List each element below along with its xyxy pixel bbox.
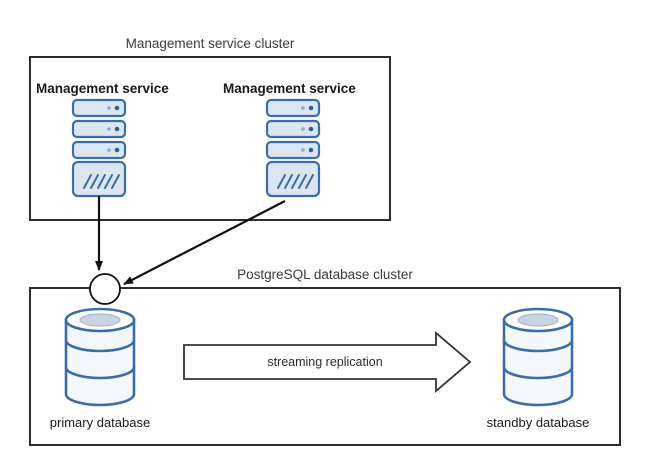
connection-junction (89, 273, 121, 305)
cluster-box-postgresql (29, 287, 621, 446)
cluster-box-management (29, 56, 391, 221)
database-icon-primary (64, 307, 136, 407)
server-icon-management-service-1 (71, 98, 127, 198)
streaming-replication-arrow (183, 331, 472, 393)
database-icon-standby (502, 307, 574, 407)
edge-ms2-to-primary (123, 200, 286, 285)
server-icon-management-service-2 (265, 98, 321, 198)
